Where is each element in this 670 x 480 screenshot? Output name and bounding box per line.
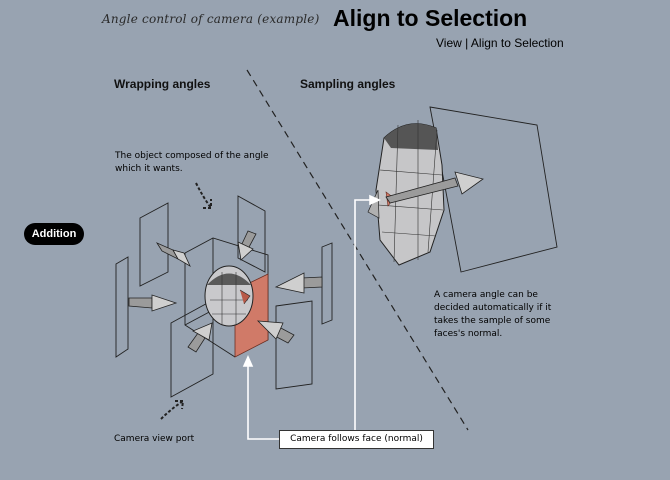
annotation-arrow xyxy=(195,182,212,209)
camera-arrow xyxy=(274,272,323,294)
camera-arrow xyxy=(237,230,257,261)
page-subtitle: Angle control of camera (example) xyxy=(102,12,320,26)
camera-arrow xyxy=(187,322,213,353)
viewport-plane xyxy=(275,300,313,390)
camera-arrow xyxy=(155,242,191,267)
camera-follows-face-label: Camera follows face (normal) xyxy=(279,430,434,449)
viewport-plane xyxy=(321,242,333,325)
camera-viewport-plane xyxy=(429,106,558,273)
annotation-arrow xyxy=(160,400,185,420)
sampling-arrow xyxy=(385,171,484,204)
viewport-label: Camera view port xyxy=(114,434,195,444)
wrapping-arrows xyxy=(128,230,323,353)
heading-sampling-angles: Sampling angles xyxy=(300,77,396,91)
addition-badge: Addition xyxy=(24,223,84,245)
camera-arrow xyxy=(128,294,178,312)
viewport-plane xyxy=(139,202,169,287)
viewport-plane xyxy=(115,256,129,358)
section-divider xyxy=(246,69,469,431)
small-head xyxy=(204,265,254,327)
viewport-plane xyxy=(237,195,266,273)
viewport-plane xyxy=(170,299,214,398)
page-title: Align to Selection xyxy=(333,5,528,31)
object-note: The object composed of the angle which i… xyxy=(115,151,269,174)
camera-arrow xyxy=(256,320,295,344)
heading-wrapping-angles: Wrapping angles xyxy=(114,77,211,91)
auto-angle-note: A camera angle can be decided automatica… xyxy=(434,290,552,339)
menu-path: View | Align to Selection xyxy=(436,36,564,50)
viewport-planes xyxy=(115,195,333,398)
